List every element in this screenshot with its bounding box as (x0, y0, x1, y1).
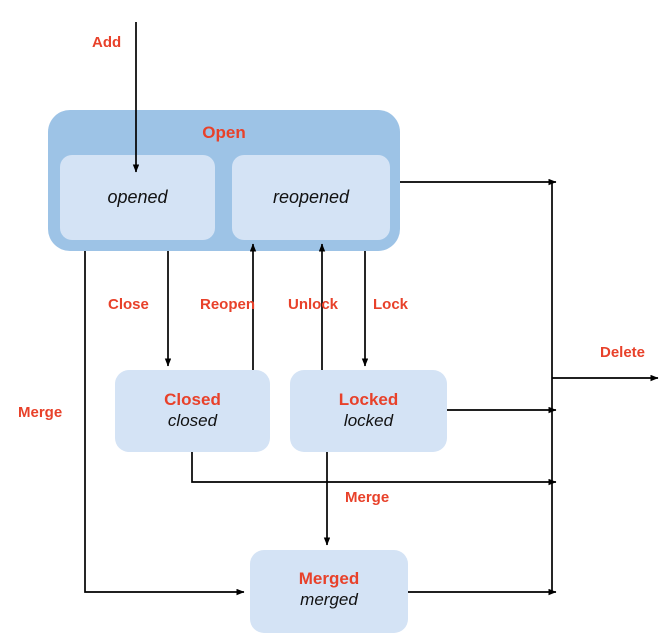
locked-state-box[interactable] (290, 370, 447, 452)
edge-merge-left (84, 251, 245, 596)
edge-delete-from-closed (191, 452, 557, 486)
merged-state-box[interactable] (250, 550, 408, 633)
closed-state-box[interactable] (115, 370, 270, 452)
opened-state-box[interactable] (60, 155, 215, 240)
reopened-state-box[interactable] (232, 155, 390, 240)
